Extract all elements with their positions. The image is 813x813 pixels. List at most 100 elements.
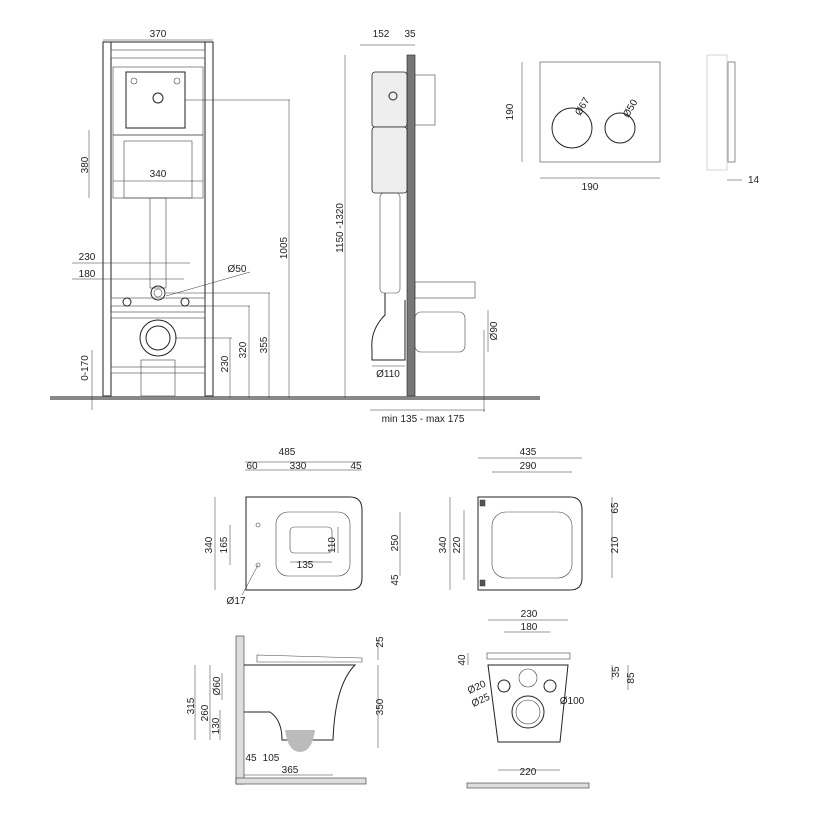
- flush-button-view: 190 Ø67 Ø50 190 14: [505, 54, 760, 193]
- flush-outlet-inner: [153, 288, 163, 298]
- dim-front-gap: 45: [390, 574, 401, 586]
- dim-inner-length: 330: [290, 461, 307, 472]
- frame-side-view: 152 35 1150 -1320 Ø110 Ø90 min 135 - max…: [335, 29, 500, 425]
- bowl-outline: [245, 496, 363, 591]
- dim-seat-inner-width: 210: [610, 536, 621, 553]
- floor-section: [466, 782, 590, 789]
- flush-inlet: [518, 668, 538, 688]
- mount-stud: [180, 297, 190, 307]
- button-plate: [539, 61, 661, 163]
- wall-hatch: [706, 54, 728, 171]
- flush-outlet-ring: [150, 285, 166, 301]
- dim-outlet-height: 355: [259, 336, 270, 353]
- frame-cross-bar: [110, 311, 206, 319]
- dim-stud-spacing-outer: 230: [521, 609, 538, 620]
- dim-inner-width: 250: [390, 534, 401, 551]
- flush-pipe: [149, 197, 167, 289]
- frame-post-right: [204, 41, 214, 397]
- drain-connector: [414, 311, 466, 353]
- mount-hole: [255, 522, 261, 528]
- bowl-side-view: 25 315 260 130 Ø60 350 45 105 365: [186, 635, 386, 785]
- dim-wall: 35: [404, 29, 416, 40]
- dim-foot-adjust: 0-170: [80, 355, 91, 381]
- dim-hinge-spacing: 220: [452, 536, 463, 553]
- cistern-side: [371, 71, 408, 128]
- frame-front-view: 370 380 340 230 180 Ø50 0-170 230 320 35…: [50, 29, 540, 410]
- seat-outline: [477, 496, 583, 591]
- bowl-back-view: 230 180 40 Ø20 Ø25 35 85 Ø100 220: [457, 609, 637, 789]
- bowl-rim: [275, 511, 351, 577]
- dim-inlet-height: 260: [200, 704, 211, 721]
- drain-ring: [139, 319, 177, 357]
- leader-line: [241, 564, 259, 596]
- dim-rear-depth: 65: [610, 502, 621, 514]
- big-button: [551, 107, 593, 149]
- dim-projection: 365: [282, 765, 299, 776]
- bowl-back-outline: [487, 664, 569, 743]
- dim-outlet-spacing-outer: 230: [79, 252, 96, 263]
- dim-button-width: 190: [582, 182, 599, 193]
- wall-section: [235, 635, 245, 785]
- cistern-panel: [112, 134, 204, 199]
- button-housing: [414, 74, 436, 126]
- dim-outlet-diameter: Ø50: [228, 264, 247, 275]
- seat-top-view: 435 290 65 340 220 210: [438, 447, 621, 591]
- dim-button-height: 190: [505, 103, 516, 120]
- dim-frame-width: 370: [150, 29, 167, 40]
- dim-outlet-width: 110: [327, 537, 338, 553]
- frame-cross-bar: [110, 366, 206, 374]
- dim-bowl-width: 340: [204, 536, 215, 553]
- dim-outlet-spacing-inner: 180: [79, 269, 96, 280]
- dim-frame-depth: 152: [373, 29, 390, 40]
- dim-wall-gap: 45: [245, 753, 257, 764]
- drain-bracket: [140, 359, 176, 397]
- dim-seat-length: 435: [520, 447, 537, 458]
- mount-stud: [122, 297, 132, 307]
- dim-height-range: 1150 -1320: [335, 203, 346, 253]
- mount-screw: [130, 77, 138, 85]
- dim-connector-diameter: Ø90: [489, 321, 500, 340]
- dim-seat-thickness: 25: [375, 636, 386, 648]
- dim-stud-spacing-inner: 180: [521, 622, 538, 633]
- drain-elbow: [371, 293, 406, 361]
- dim-small-button: Ø50: [621, 97, 640, 119]
- wall-plate: [406, 54, 416, 397]
- seat-hinge: [479, 579, 486, 587]
- cistern-side-lower: [371, 126, 408, 194]
- flush-pipe: [379, 192, 401, 294]
- dim-mount-spacing: 165: [219, 536, 230, 553]
- leader-line: [165, 271, 251, 297]
- dim-drain-height: 230: [220, 355, 231, 372]
- control-valve: [152, 92, 164, 104]
- seat-opening: [491, 511, 573, 579]
- frame-post-left: [102, 41, 112, 397]
- floor: [50, 396, 540, 400]
- dim-button-height: 1005: [279, 236, 290, 259]
- dim-total-height: 315: [186, 697, 197, 714]
- dim-drain-diameter: Ø110: [376, 369, 400, 380]
- dim-stud-height-total: 85: [626, 672, 637, 684]
- dim-big-button: Ø67: [573, 95, 592, 117]
- dim-mount-hole: Ø17: [227, 596, 246, 607]
- dim-seat-width: 340: [438, 536, 449, 553]
- bowl-top-view: 485 60 330 45 340 165 250 110 135 45 Ø17: [204, 447, 401, 607]
- dim-seat-offset: 40: [457, 654, 468, 666]
- seat-back: [486, 652, 571, 660]
- bowl-side-outline: [244, 664, 357, 741]
- dim-stud-height: 35: [611, 666, 622, 678]
- dim-cistern-height: 380: [80, 156, 91, 173]
- dim-base-width: 220: [520, 767, 537, 778]
- dim-bowl-length: 485: [279, 447, 296, 458]
- seat-hinge: [479, 499, 486, 507]
- dim-rear-offset: 60: [246, 461, 258, 472]
- button-plate-side: [727, 61, 736, 163]
- small-button: [604, 112, 636, 144]
- dim-seat-inner-length: 290: [520, 461, 537, 472]
- outlet-ring: [511, 695, 545, 729]
- dim-offset-range: min 135 - max 175: [382, 414, 465, 425]
- dim-outlet-length: 135: [297, 560, 314, 571]
- stud-rail: [110, 297, 206, 307]
- dim-bowl-height: 350: [375, 698, 386, 715]
- flush-connector: [414, 281, 476, 299]
